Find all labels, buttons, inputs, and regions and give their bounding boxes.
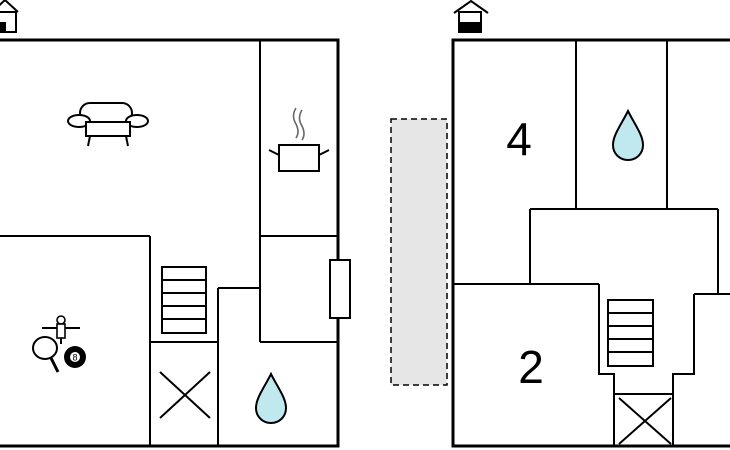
void-cross-icon	[618, 397, 672, 445]
room-label-2: 2	[518, 341, 544, 393]
interior-walls	[0, 40, 338, 446]
ball-label: 8	[72, 353, 77, 363]
floor-plan-upper: 4 2	[451, 0, 730, 448]
house-icon	[453, 0, 489, 33]
interior-walls	[453, 40, 730, 446]
outer-wall	[0, 38, 340, 448]
terrace	[390, 118, 448, 386]
window	[329, 259, 351, 319]
room-label-4: 4	[506, 113, 532, 165]
cooking-pot-icon	[268, 107, 330, 172]
floor-plan-ground: 8	[0, 0, 351, 448]
water-drop-icon	[611, 108, 645, 162]
water-drop-icon	[254, 371, 288, 425]
void-cross-icon	[159, 371, 211, 419]
house-icon	[0, 0, 19, 33]
games-icon: 8	[32, 315, 86, 373]
sofa-icon	[67, 102, 149, 147]
stairs	[161, 266, 207, 334]
stairs	[607, 299, 654, 367]
outer-wall	[451, 38, 730, 448]
